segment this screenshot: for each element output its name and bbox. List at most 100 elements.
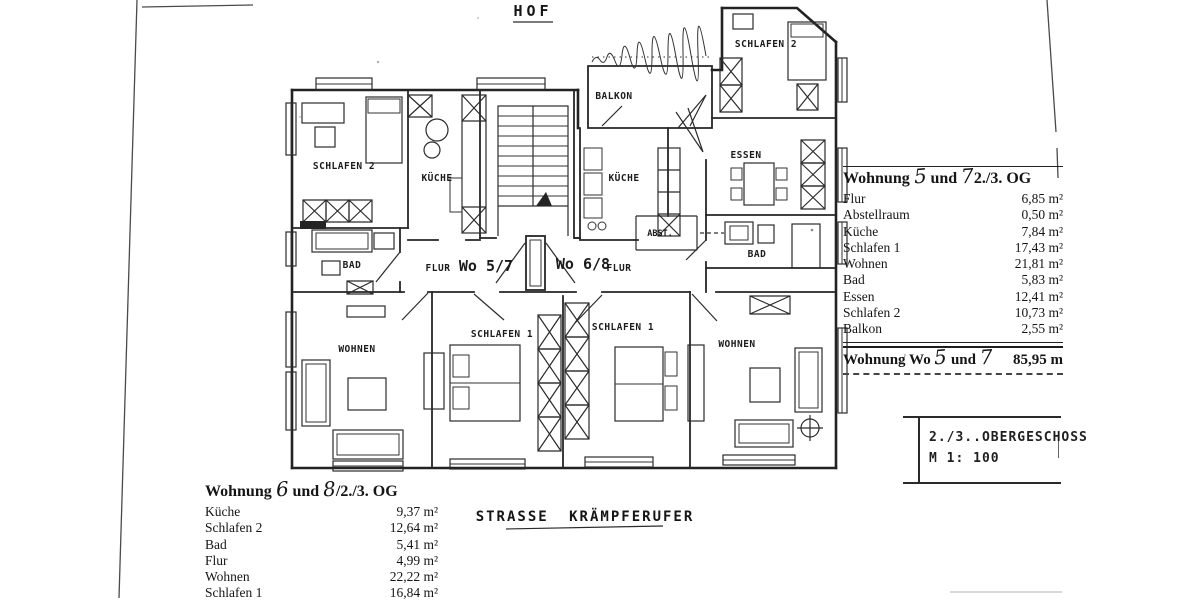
table-total-row: Wohnung Wo 5 und 7 85,95 m <box>843 344 1063 371</box>
interior-walls <box>291 89 837 469</box>
room-label-bad-left: BAD <box>343 260 362 271</box>
door-swings <box>375 239 718 324</box>
table-dashed-rule <box>843 372 1063 375</box>
title-word: und <box>930 170 958 187</box>
furniture-bad-left <box>300 221 395 276</box>
row-label: Schlafen 2 <box>205 520 263 536</box>
handwritten-number: 8 <box>322 476 337 502</box>
room-label-wohnen-left: WOHNEN <box>338 344 375 355</box>
row-label: Bad <box>843 272 865 288</box>
entrance-pillar <box>525 235 546 291</box>
row-label: Wohnen <box>843 256 888 272</box>
row-value: 5,41 m² <box>396 536 438 552</box>
row-label: Abstellraum <box>843 207 910 223</box>
street-label: STRASSE KRÄMPFERUFER <box>476 508 695 525</box>
total-word: und <box>950 351 976 368</box>
row-value: 16,84 m² <box>389 585 438 601</box>
table-row: Küche 7,84 m² <box>843 224 1063 240</box>
table-title: Wohnung 5 und 72./3. OG <box>843 163 1063 189</box>
survey-point-symbol <box>797 415 823 441</box>
row-value: 12,64 m² <box>389 520 438 536</box>
room-label-wo-6-8: Wo 6/8 <box>556 255 610 273</box>
window <box>285 371 297 431</box>
window <box>285 231 297 267</box>
row-label: Küche <box>843 223 879 239</box>
row-label: Schlafen 2 <box>843 305 901 321</box>
furniture-wohnen-right <box>734 347 823 448</box>
window <box>837 147 848 203</box>
hof-label: HOF <box>513 2 552 20</box>
chimney-shafts <box>302 57 826 452</box>
total-value: 85,95 m <box>1013 351 1063 368</box>
table-row: Bad 5,41 m² <box>205 537 438 553</box>
row-value: 21,81 m² <box>1014 256 1063 272</box>
street-underline <box>505 525 664 530</box>
row-value: 10,73 m² <box>1014 305 1063 321</box>
table-row: Schlafen 2 12,64 m² <box>205 520 438 536</box>
windows <box>285 57 848 472</box>
row-value: 22,22 m² <box>389 569 438 585</box>
title-word: Wohnung <box>205 483 272 500</box>
room-label-kueche-left: KÜCHE <box>421 173 452 184</box>
total-label: Wohnung Wo 5 und 7 <box>843 344 994 370</box>
furniture-schlafen2-left <box>301 96 403 164</box>
table-top-rule <box>843 166 1063 167</box>
title-block-right-dash <box>1057 434 1059 458</box>
room-label-essen: ESSEN <box>730 150 761 161</box>
row-value: 0,50 m² <box>1021 207 1063 223</box>
row-label: Wohnen <box>205 569 250 585</box>
title-block: 2./3..OBERGESCHOSS M 1: 100 <box>903 416 1087 484</box>
window <box>332 460 404 472</box>
room-label-schlafen1-right: SCHLAFEN 1 <box>592 322 654 333</box>
window <box>449 458 526 470</box>
row-value: 9,37 m² <box>396 504 438 519</box>
row-label: Essen <box>843 288 875 304</box>
window <box>722 454 796 466</box>
table-row: Schlafen 1 16,84 m² <box>205 585 438 601</box>
furniture-kueche-left <box>423 118 463 213</box>
row-label: Flur <box>843 191 866 206</box>
furniture-wohnen-left <box>301 305 404 460</box>
table-double-rule <box>843 341 1063 348</box>
furniture-schlafen2-right <box>732 13 827 81</box>
room-label-flur-right: FLUR <box>607 263 632 274</box>
scan-specks <box>299 17 907 357</box>
row-value: 7,84 m² <box>1021 223 1063 239</box>
room-label-balkon: BALKON <box>595 91 632 102</box>
table-row: Abstellraum 0,50 m² <box>843 207 1063 223</box>
window <box>837 221 848 265</box>
total-word: Wohnung Wo <box>843 351 931 368</box>
furniture-schlafen1-left <box>423 344 521 422</box>
handwritten-number: 5 <box>912 163 928 189</box>
row-label: Schlafen 1 <box>843 239 901 255</box>
title-word: 2./3. OG <box>973 170 1032 187</box>
room-label-kueche-right: KÜCHE <box>608 173 639 184</box>
row-label: Flur <box>205 552 228 568</box>
window <box>285 311 297 368</box>
table-row: Schlafen 1 17,43 m² <box>843 240 1063 256</box>
row-value: 5,83 m² <box>1021 272 1063 288</box>
table-row: Wohnen 21,81 m² <box>843 256 1063 272</box>
furniture-kueche-right <box>583 147 607 231</box>
staircase <box>497 105 569 236</box>
floor-name: 2./3..OBERGESCHOSS <box>929 430 1088 445</box>
window <box>837 57 848 103</box>
row-value: 17,43 m² <box>1014 239 1063 255</box>
window-bay <box>315 77 373 91</box>
handwritten-number: 7 <box>978 344 994 370</box>
window <box>285 102 297 156</box>
table-title: Wohnung 6 und 8/2./3. OG <box>205 476 438 502</box>
table-row: Wohnen 22,22 m² <box>205 569 438 585</box>
row-label: Bad <box>205 536 227 552</box>
row-label: Schlafen 1 <box>205 585 263 601</box>
window-bay <box>476 77 546 91</box>
room-label-flur-left: FLUR <box>426 263 451 274</box>
row-value: 2,55 m² <box>1021 321 1063 337</box>
title-word: /2./3. OG <box>335 483 398 500</box>
